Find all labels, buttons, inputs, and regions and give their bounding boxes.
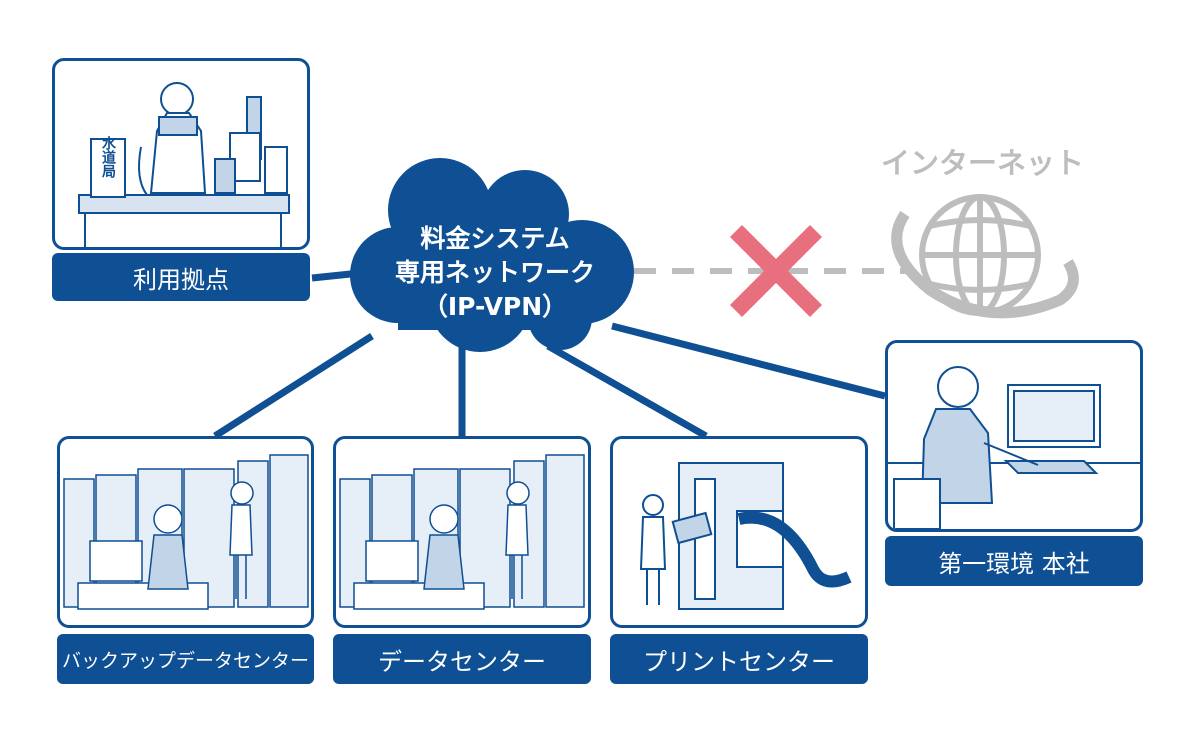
print-card bbox=[610, 436, 868, 628]
desk-worker-illustration bbox=[888, 366, 1140, 529]
cloud-label-line1: 料金システム bbox=[420, 224, 570, 253]
printer-illustration bbox=[639, 462, 852, 610]
office-worker-illustration: 水道局 bbox=[78, 82, 290, 247]
datacenter-card bbox=[333, 436, 591, 628]
internet-label: インターネット bbox=[880, 146, 1084, 180]
riyo-sign: 水道局 bbox=[100, 135, 116, 179]
cloud-label-line3: （IP-VPN） bbox=[422, 292, 568, 321]
cloud-label-line2: 専用ネットワーク bbox=[394, 258, 595, 287]
riyo-card: 水道局 bbox=[52, 58, 310, 250]
backup-card bbox=[57, 436, 314, 628]
link-honsha bbox=[611, 322, 886, 400]
globe-icon bbox=[891, 194, 1079, 319]
cloud-label: 料金システム 専用ネットワーク （IP-VPN） bbox=[345, 222, 645, 324]
server-room-illustration bbox=[63, 454, 309, 610]
vpn-cloud bbox=[350, 158, 634, 352]
datacenter-label: データセンター bbox=[333, 634, 591, 684]
link-print bbox=[546, 342, 708, 440]
link-backup bbox=[213, 333, 374, 439]
backup-label: バックアップデータセンター bbox=[57, 634, 314, 684]
honsha-label: 第一環境 本社 bbox=[885, 536, 1143, 586]
print-label: プリントセンター bbox=[610, 634, 868, 684]
honsha-card bbox=[885, 340, 1143, 532]
riyo-label: 利用拠点 bbox=[52, 253, 310, 301]
x-mark-icon bbox=[729, 224, 823, 318]
server-room-illustration-2 bbox=[339, 454, 585, 610]
